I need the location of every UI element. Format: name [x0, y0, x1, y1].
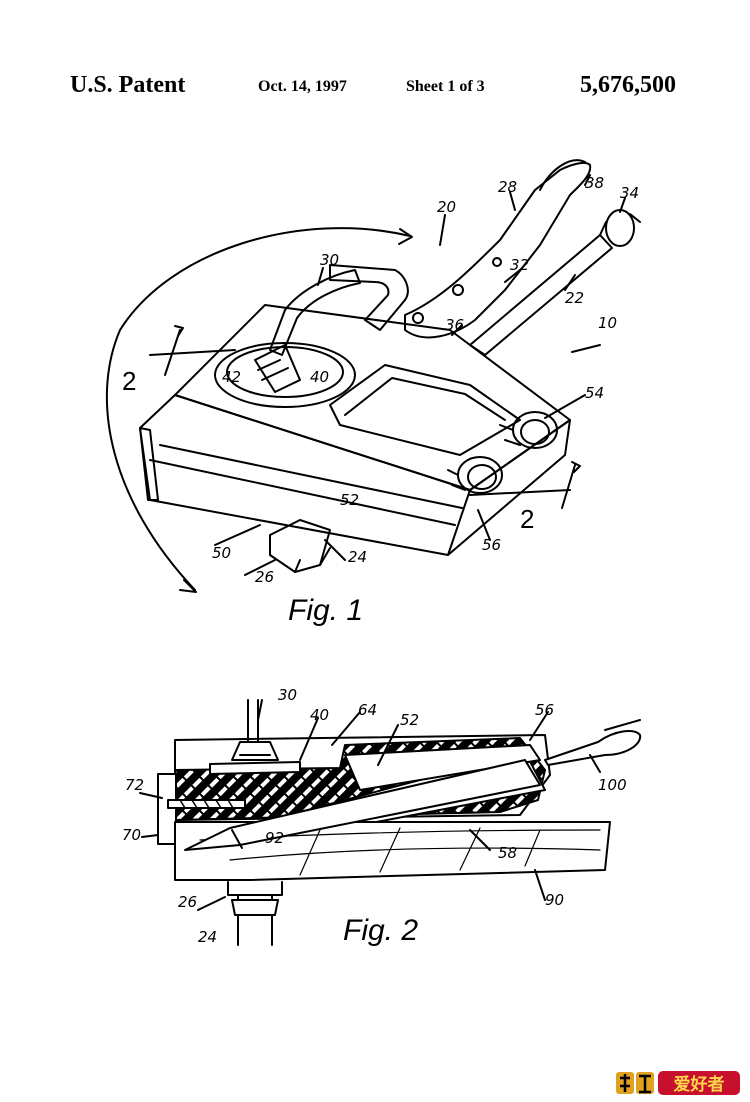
header-patent-number: 5,676,500 — [580, 72, 676, 98]
fig2-ref-100: 100 — [598, 776, 627, 794]
fig1-reference-numerals: 20 28 38 34 30 32 22 10 36 42 40 54 52 5… — [212, 174, 639, 586]
fig1-ref-38: 38 — [585, 174, 604, 192]
fig1-ref-36: 36 — [445, 316, 464, 334]
fig2-drawing — [139, 699, 642, 946]
fig1-ref-50: 50 — [212, 544, 231, 562]
fig1-ref-28: 28 — [498, 178, 517, 196]
fig1-drawing — [105, 159, 641, 593]
header-sheet: Sheet 1 of 3 — [406, 78, 485, 95]
fig1-ref-20: 20 — [437, 198, 456, 216]
fig1-ref-30: 30 — [320, 251, 339, 269]
fig2-ref-92: 92 — [265, 829, 284, 847]
fig2-ref-56: 56 — [535, 701, 554, 719]
fig2-ref-26: 26 — [178, 893, 197, 911]
logo-text: 爱好者 — [674, 1074, 725, 1095]
fig1-ref-52: 52 — [340, 491, 359, 509]
fig1-section-mark-left: 2 — [122, 366, 136, 396]
fig2-ref-30: 30 — [278, 686, 297, 704]
fig1-label: Fig. 1 — [288, 594, 363, 627]
fig2-ref-90: 90 — [545, 891, 564, 909]
fig1-ref-34: 34 — [620, 184, 639, 202]
watermark-logo: 爱好者 — [616, 1071, 740, 1095]
fig1-section-mark-right: 2 — [520, 504, 534, 534]
header-patent-label: U.S. Patent — [70, 72, 186, 98]
fig1-ref-22: 22 — [565, 289, 584, 307]
fig2-reference-numerals: 30 40 64 52 56 100 72 70 92 58 90 26 24 — [122, 686, 627, 946]
fig1-ref-42: 42 — [222, 368, 241, 386]
header-date: Oct. 14, 1997 — [258, 78, 347, 95]
fig1-ref-10: 10 — [598, 314, 617, 332]
fig1-ref-32: 32 — [510, 256, 529, 274]
fig2-ref-24: 24 — [198, 928, 217, 946]
fig2-ref-70: 70 — [122, 826, 141, 844]
fig2-ref-72: 72 — [125, 776, 144, 794]
fig2-ref-40: 40 — [310, 706, 329, 724]
fig1-ref-26: 26 — [255, 568, 274, 586]
fig1-ref-24: 24 — [348, 548, 367, 566]
fig2-label: Fig. 2 — [343, 914, 418, 947]
logo-icon — [616, 1072, 654, 1094]
fig2-ref-52: 52 — [400, 711, 419, 729]
fig1-ref-56: 56 — [482, 536, 501, 554]
fig2-ref-64: 64 — [358, 701, 377, 719]
fig1-ref-40: 40 — [310, 368, 329, 386]
fig1-ref-54: 54 — [585, 384, 604, 402]
fig2-ref-58: 58 — [498, 844, 517, 862]
